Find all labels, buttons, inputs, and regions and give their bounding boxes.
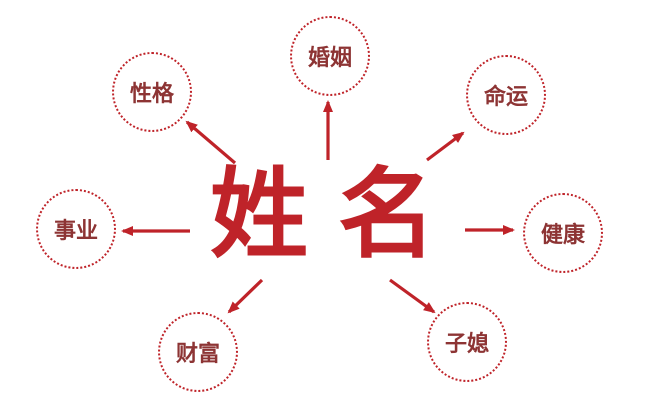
node-label: 命运 xyxy=(483,84,528,109)
node-label: 财富 xyxy=(175,341,220,366)
node-children: 子媳 xyxy=(427,302,507,382)
node-label: 子媳 xyxy=(444,331,489,356)
arrow-to-destiny xyxy=(426,131,465,162)
arrow-to-children xyxy=(389,278,436,314)
node-label: 事业 xyxy=(53,218,98,243)
node-personality: 性格 xyxy=(112,52,192,132)
node-label: 婚姻 xyxy=(307,45,352,70)
node-career: 事业 xyxy=(36,189,116,269)
node-health: 健康 xyxy=(523,193,603,273)
node-label: 健康 xyxy=(540,222,585,247)
node-label: 性格 xyxy=(129,81,174,106)
arrow-to-wealth xyxy=(227,278,264,314)
center-label: 姓名 xyxy=(209,162,467,270)
node-marriage: 婚姻 xyxy=(290,16,370,96)
node-destiny: 命运 xyxy=(466,55,546,135)
node-wealth: 财富 xyxy=(158,312,238,392)
arrow-to-personality xyxy=(185,120,237,165)
